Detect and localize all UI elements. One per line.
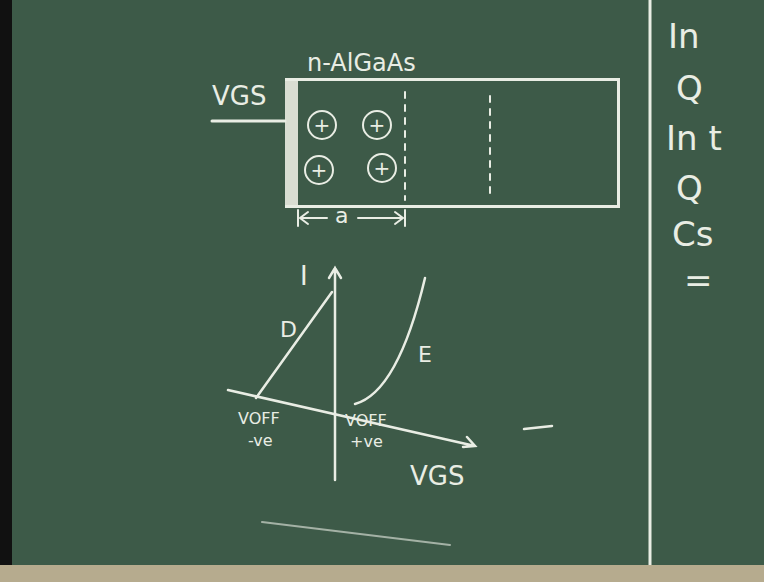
chalk-smear (262, 522, 450, 545)
board-label: In t (666, 120, 722, 157)
board-label: VGS (410, 462, 464, 491)
board-label: Q (676, 170, 703, 207)
board-label: Cs (672, 216, 713, 253)
enhancement-curve (355, 278, 425, 404)
dashed-line (489, 96, 491, 200)
charge-sign: + (314, 115, 331, 135)
dimension-arrow (358, 212, 403, 224)
depletion-curve (256, 292, 332, 398)
chalk-dash (524, 426, 552, 429)
board-label: a (335, 204, 348, 228)
board-label: VOFF (345, 412, 387, 430)
board-label: -ve (248, 432, 273, 450)
charge-circle: + (304, 155, 334, 185)
board-label: = (684, 262, 713, 299)
board-label: +ve (350, 433, 383, 451)
channel-box: n-AlGaAs++++ (285, 78, 620, 208)
charge-sign: + (374, 158, 391, 178)
material-label: n-AlGaAs (307, 49, 416, 77)
charge-sign: + (311, 160, 328, 180)
gate-contact (285, 80, 298, 206)
dimension-arrow (300, 212, 327, 224)
board-label: VGS (212, 82, 266, 111)
y-axis (329, 268, 341, 480)
charge-circle: + (307, 110, 337, 140)
chalk-tray (0, 565, 764, 582)
charge-sign: + (369, 115, 386, 135)
charge-circle: + (367, 153, 397, 183)
board-edge (0, 0, 12, 582)
board-label: I (300, 262, 308, 291)
board-label: VOFF (238, 410, 280, 428)
board-label: D (280, 318, 297, 342)
board-label: E (418, 343, 432, 367)
gate-lead (212, 120, 285, 123)
board-label: In (668, 18, 700, 55)
board-label: Q (676, 70, 703, 107)
charge-circle: + (362, 110, 392, 140)
depletion-edge (404, 92, 406, 200)
board-divider (649, 0, 652, 565)
